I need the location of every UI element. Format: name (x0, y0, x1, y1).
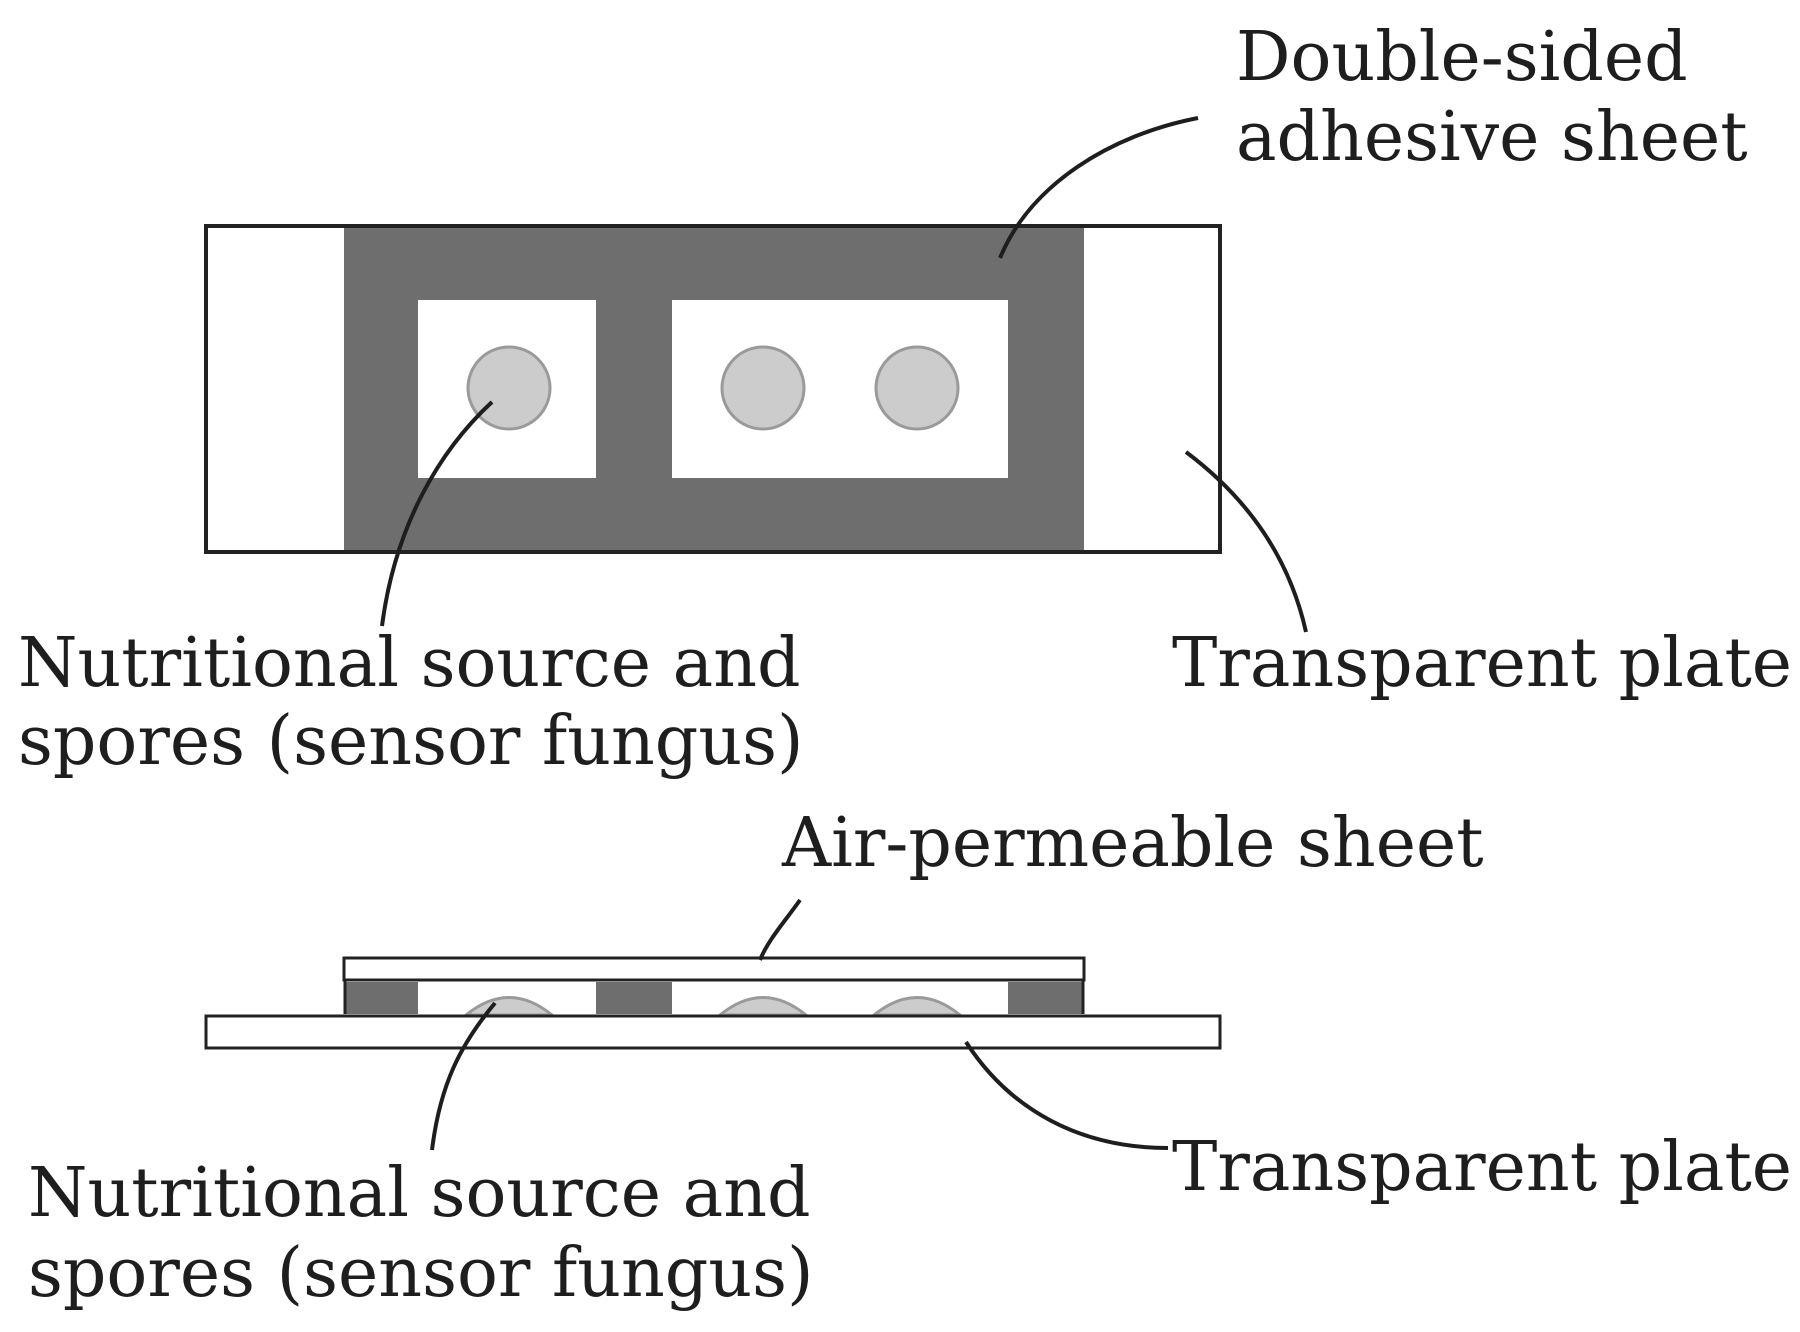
side-fungus-spot-1 (461, 996, 557, 1017)
side-view: Air-permeable sheet Transparent plate Nu… (28, 804, 1792, 1313)
label-top-nutrition-line1: Nutritional source and (18, 624, 801, 703)
leader-side-plate (964, 1040, 1169, 1150)
side-fungus-spot-2 (715, 996, 811, 1017)
label-side-nutrition-line2: spores (sensor fungus) (28, 1234, 814, 1313)
side-adhesive-block-1 (346, 982, 418, 1014)
label-side-plate: Transparent plate (1172, 1128, 1792, 1207)
label-adhesive-line1: Double-sided (1236, 18, 1688, 97)
leader-air-sheet (758, 898, 802, 961)
side-adhesive-block-3 (1008, 982, 1082, 1014)
leader-top-nutrition (380, 400, 494, 627)
side-fungus-spot-3 (869, 996, 965, 1017)
leader-side-nutrition (430, 1001, 497, 1151)
top-view: Double-sided adhesive sheet Transparent … (18, 18, 1792, 781)
top-fungus-spot-1 (466, 345, 552, 431)
side-adhesive-block-2 (596, 982, 672, 1014)
side-transparent-plate (204, 1014, 1222, 1050)
side-air-permeable-sheet (342, 956, 1086, 982)
top-fungus-spot-2 (720, 345, 806, 431)
label-adhesive-line2: adhesive sheet (1236, 98, 1748, 177)
label-side-nutrition-line1: Nutritional source and (28, 1154, 811, 1233)
leader-adhesive (998, 116, 1199, 259)
label-top-plate: Transparent plate (1172, 624, 1792, 703)
leader-top-plate (1184, 450, 1308, 633)
top-fungus-spot-3 (874, 345, 960, 431)
label-top-nutrition-line2: spores (sensor fungus) (18, 702, 804, 781)
label-air-sheet: Air-permeable sheet (781, 804, 1484, 883)
